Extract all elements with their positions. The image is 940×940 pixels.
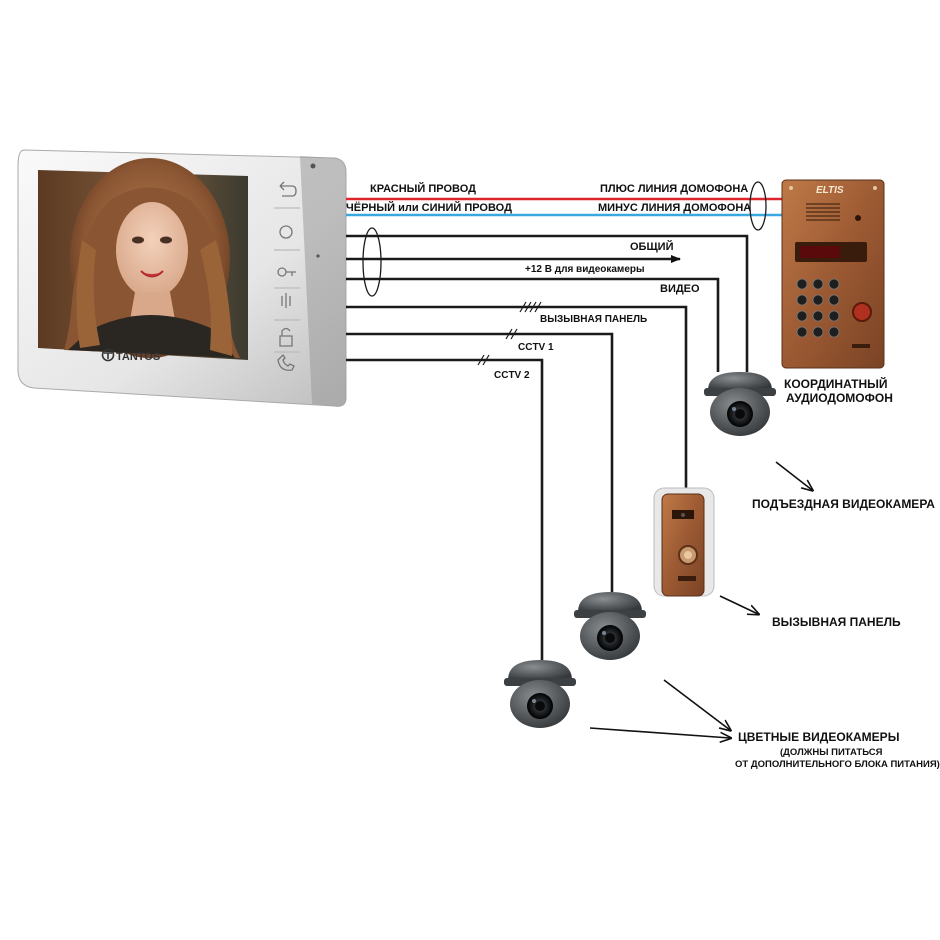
wire-slash-marks xyxy=(477,301,542,366)
intercom-icon[interactable] xyxy=(281,293,291,308)
speaker-grille xyxy=(806,203,840,221)
call-button xyxy=(852,302,872,322)
keypad xyxy=(796,278,840,338)
video-monitor: TANTOS xyxy=(17,149,347,407)
label-call-panel-wire: ВЫЗЫВНАЯ ПАНЕЛЬ xyxy=(540,314,647,325)
video-wire xyxy=(346,277,720,372)
monitor-brand: TANTOS xyxy=(116,351,160,363)
unlock-icon[interactable] xyxy=(279,327,293,347)
cctv2-dome-camera xyxy=(504,660,576,728)
call-panel-wire xyxy=(346,305,688,488)
wires xyxy=(346,197,782,660)
common-wire xyxy=(346,234,749,372)
tantos-logo: TANTOS xyxy=(101,348,160,363)
callout-color-cameras: ЦВЕТНЫЕ ВИДЕОКАМЕРЫ xyxy=(738,730,899,744)
intercom-panel: ELTIS xyxy=(781,179,885,369)
label-line-minus: МИНУС ЛИНИЯ ДОМОФОНА xyxy=(598,202,751,214)
cctv1-dome-camera xyxy=(574,592,646,660)
cctv2-wire xyxy=(346,358,544,660)
label-cctv1: CCTV 1 xyxy=(518,342,554,353)
callouts: КООРДИНАТНЫЙ АУДИОДОМОФОН ПОДЪЕЗДНАЯ ВИД… xyxy=(589,376,940,770)
entrance-dome-camera xyxy=(704,372,776,436)
wire-labels: КРАСНЫЙ ПРОВОД ЧЁРНЫЙ или СИНИЙ ПРОВОД П… xyxy=(346,182,751,381)
callout-intercom-line2: АУДИОДОМОФОН xyxy=(786,391,893,405)
wire-bundle-marks xyxy=(362,181,767,297)
arrow-call-panel xyxy=(719,595,758,614)
cctv1-wire xyxy=(346,332,614,592)
callout-intercom-line1: КООРДИНАТНЫЙ xyxy=(784,376,888,391)
door-call-panel xyxy=(653,487,715,597)
label-red-wire: КРАСНЫЙ ПРОВОД xyxy=(370,182,476,195)
callout-call-panel: ВЫЗЫВНАЯ ПАНЕЛЬ xyxy=(772,615,901,629)
handset-icon[interactable] xyxy=(277,353,295,371)
callout-entrance-camera: ПОДЪЕЗДНАЯ ВИДЕОКАМЕРА xyxy=(752,497,935,511)
label-power: +12 В для видеокамеры xyxy=(525,264,645,275)
label-cctv2: CCTV 2 xyxy=(494,370,530,381)
settings-icon[interactable] xyxy=(279,225,293,239)
back-icon[interactable] xyxy=(279,181,297,197)
arrow-entrance-camera xyxy=(775,461,812,490)
intercom-brand: ELTIS xyxy=(816,185,844,196)
key-icon[interactable] xyxy=(277,267,296,277)
face xyxy=(116,202,188,298)
label-black-wire: ЧЁРНЫЙ или СИНИЙ ПРОВОД xyxy=(346,201,512,214)
monitor-buttons xyxy=(274,181,300,371)
callout-power-note-line2: ОТ ДОПОЛНИТЕЛЬНОГО БЛОКА ПИТАНИЯ) xyxy=(735,759,940,770)
label-video: ВИДЕО xyxy=(660,283,700,295)
label-line-plus: ПЛЮС ЛИНИЯ ДОМОФОНА xyxy=(600,183,748,195)
monitor-screen xyxy=(38,158,248,360)
callout-power-note-line1: (ДОЛЖНЫ ПИТАТЬСЯ xyxy=(780,747,883,758)
arrow-cctv1 xyxy=(663,679,730,730)
label-common: ОБЩИЙ xyxy=(630,240,674,253)
arrow-cctv2 xyxy=(589,727,730,738)
